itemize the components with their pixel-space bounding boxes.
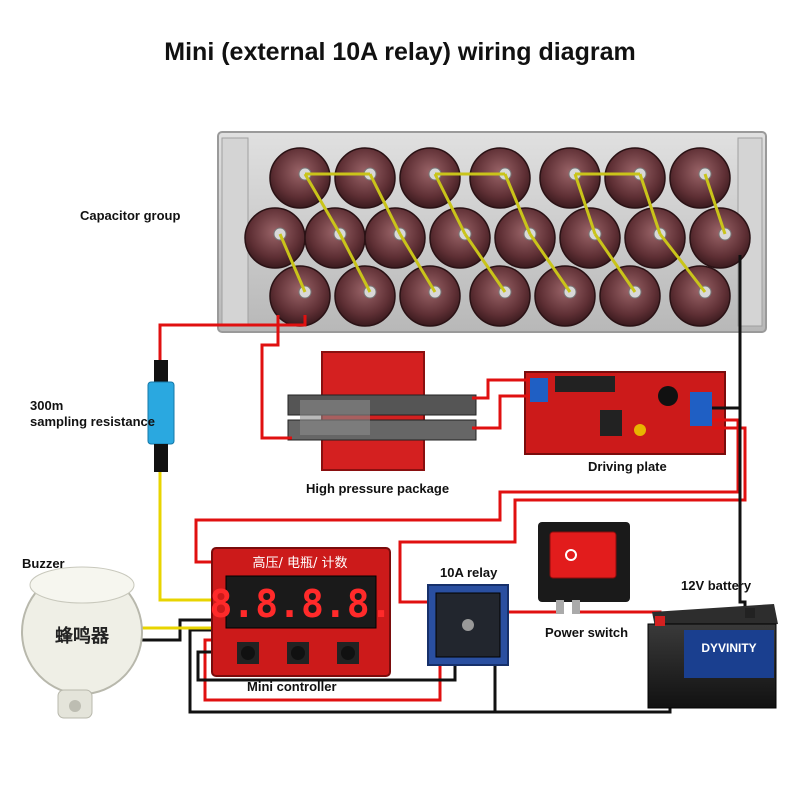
capacitor-link-wire (573, 173, 597, 235)
capacitor-link-wire (463, 233, 507, 293)
controller-buttons (237, 642, 359, 664)
controller-button-2-cap (291, 646, 305, 660)
switch-rocker[interactable] (549, 531, 617, 579)
controller-button-3-cap (341, 646, 355, 660)
battery-brand: DYVINITY (701, 641, 756, 655)
switch-lug-right (572, 600, 580, 614)
high-pressure-package (287, 351, 477, 471)
capacitor-array (244, 147, 751, 327)
yellow-wires (140, 470, 213, 630)
controller-button-1-cap (241, 646, 255, 660)
battery-label-band (684, 630, 774, 678)
wire-buzzer-to-controller (140, 618, 213, 642)
controller-header: 高压/ 电瓶/ 计数 (252, 555, 347, 571)
buzzer-top-cap (29, 566, 135, 604)
label-sampling-resistance: sampling resistance (30, 414, 155, 429)
driving-plate-led (634, 424, 646, 436)
diagram-title: Mini (external 10A relay) wiring diagram (164, 38, 636, 66)
label-high-pressure-package: High pressure package (306, 481, 450, 496)
controller-display-digits: 8.8.8.8. (209, 582, 392, 626)
label-power-switch: Power switch (545, 625, 629, 640)
label-sampling-resistance-value: 300m (30, 398, 64, 413)
wire-driver-to-controller (194, 418, 740, 564)
capacitor-link-wire (703, 173, 727, 235)
wire-hp-to-driver-top (472, 378, 530, 400)
capacitor-link-wire (368, 173, 402, 235)
buzzer: 蜂鸣器 (21, 566, 143, 719)
capacitor-enclosure-rail-left (221, 137, 249, 327)
battery-12v: DYVINITY (647, 604, 778, 709)
hp-core-tab (300, 400, 370, 435)
wire-controller-loop (203, 638, 442, 702)
label-capacitor-group: Capacitor group (80, 208, 181, 223)
capacitor-link-wire (658, 233, 707, 293)
switch-lug-left (556, 600, 564, 614)
battery-terminal-positive (655, 616, 665, 626)
power-switch (538, 522, 630, 614)
capacitor-group (217, 131, 767, 333)
label-buzzer: Buzzer (22, 556, 65, 571)
driving-plate-terminal-left (530, 378, 548, 402)
driving-plate-heatsink (555, 376, 615, 392)
wire-controller-to-relay-ground (196, 650, 457, 682)
mini-controller: 高压/ 电瓶/ 计数 8.8.8.8. (209, 547, 393, 677)
relay-10a (427, 584, 509, 666)
wire-switch-to-battery (573, 610, 662, 622)
capacitor-link-wire (593, 233, 637, 293)
capacitor-link-wire (503, 173, 532, 235)
resistor-top-clip (154, 360, 168, 382)
resistor-body (147, 381, 175, 445)
capacitor-link-wire (398, 233, 437, 293)
capacitor-link-wire (638, 173, 662, 235)
resistor-bottom-clip (154, 444, 168, 472)
capacitor-link-wire (303, 173, 342, 235)
driving-plate (524, 371, 726, 455)
capacitor-link-wire (528, 233, 572, 293)
driving-plate-terminal-right (690, 392, 712, 426)
wire-cap-to-resistor (158, 315, 307, 365)
switch-indicator-icon (565, 549, 577, 561)
buzzer-chinese-label: 蜂鸣器 (55, 625, 110, 647)
controller-display (225, 575, 377, 629)
wire-cap-to-hp-left (260, 315, 292, 440)
label-10a-relay: 10A relay (440, 565, 498, 580)
capacitor-link-wire (433, 173, 467, 235)
driving-plate-chip (600, 410, 622, 436)
sampling-resistor (147, 360, 175, 472)
capacitor-link-wire (278, 233, 307, 293)
wire-hp-to-driver-bottom (472, 394, 530, 430)
battery-terminal-negative (745, 608, 755, 618)
relay-terminal (462, 619, 474, 631)
capacitor-link-wire (338, 233, 372, 293)
buzzer-mount-hole (69, 700, 81, 712)
label-driving-plate: Driving plate (588, 459, 667, 474)
wire-relay-to-driver (398, 426, 747, 604)
label-12v-battery: 12V battery (681, 578, 752, 593)
wire-resistor-to-controller (158, 470, 213, 602)
driving-plate-capacitor (658, 386, 678, 406)
label-mini-controller: Mini controller (247, 679, 337, 694)
